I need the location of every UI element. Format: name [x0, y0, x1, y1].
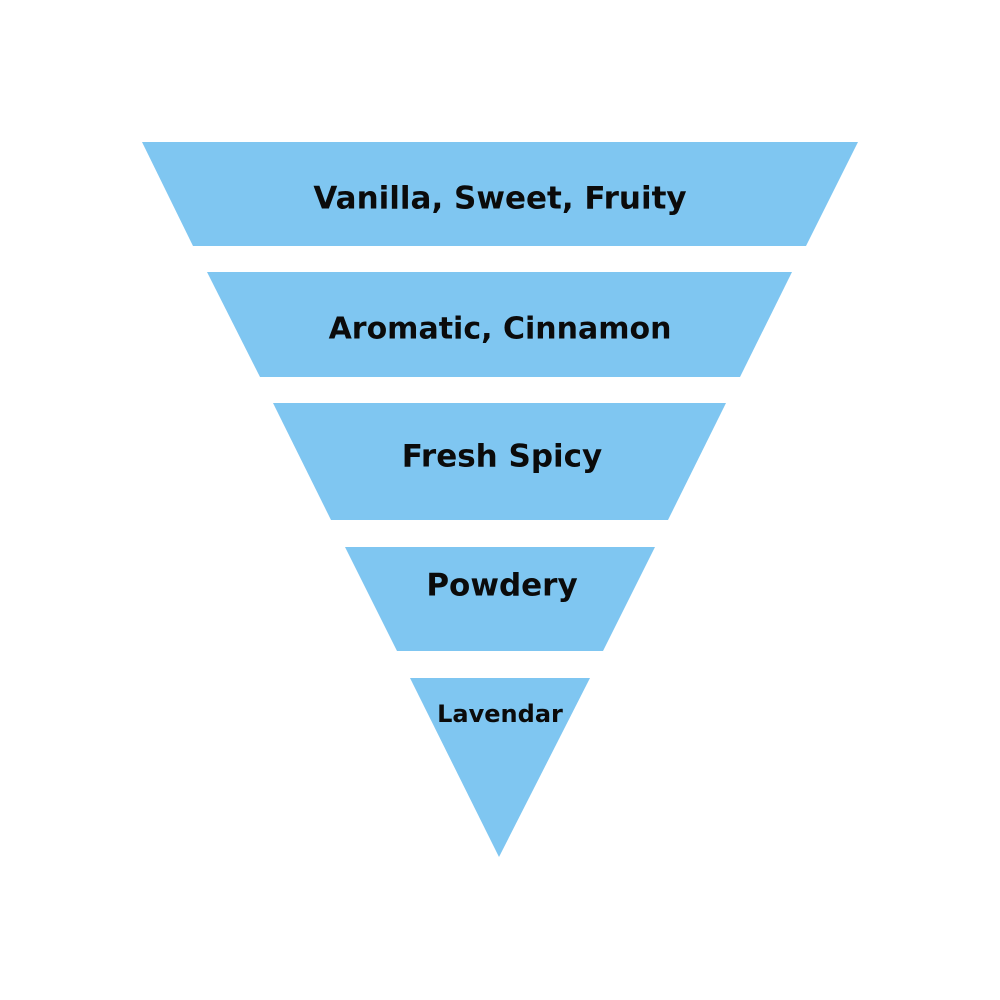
tier-4-shape [345, 547, 655, 651]
tier-2-label: Aromatic, Cinnamon [329, 312, 672, 347]
tier-1-shape [142, 142, 858, 246]
tier-2: Aromatic, Cinnamon [207, 272, 792, 377]
tier-5-shape [410, 678, 590, 857]
tier-3-label: Fresh Spicy [402, 439, 603, 475]
tier-2-shape [207, 272, 792, 377]
tier-3-shape [273, 403, 726, 520]
tier-4-label: Powdery [426, 568, 577, 604]
tier-1: Vanilla, Sweet, Fruity [142, 142, 858, 246]
tier-5: Lavendar [410, 678, 590, 857]
tier-1-label: Vanilla, Sweet, Fruity [313, 181, 686, 217]
tier-4: Powdery [345, 547, 655, 651]
tier-3: Fresh Spicy [273, 403, 726, 520]
tier-5-label: Lavendar [437, 700, 563, 728]
